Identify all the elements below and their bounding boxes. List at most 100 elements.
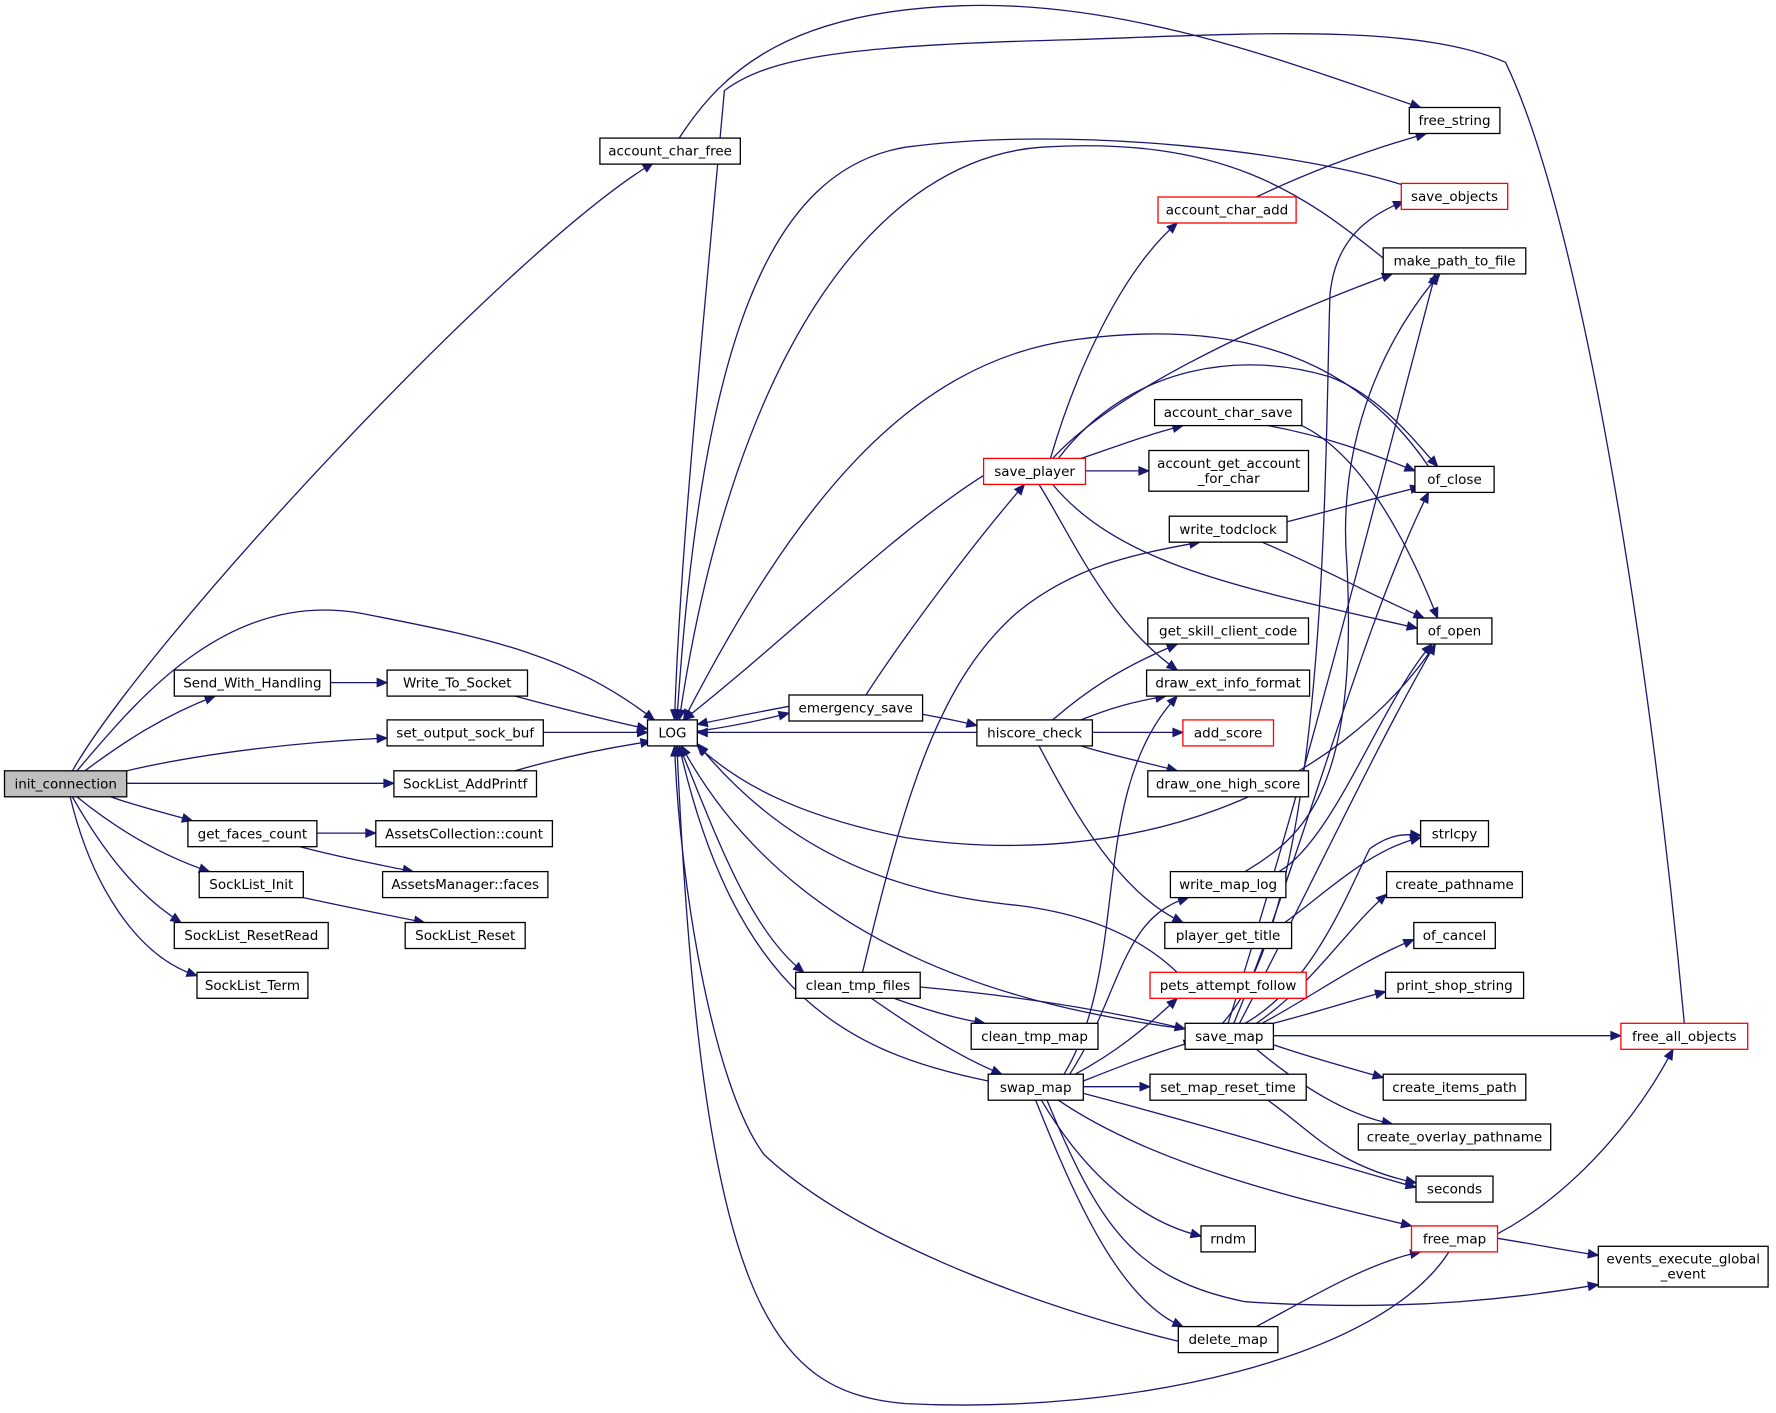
call-edge-of_close-to-LOG [683,333,1430,722]
node-add-score[interactable]: add_score [1182,719,1275,747]
node-of-cancel[interactable]: of_cancel [1413,921,1496,950]
call-edge-line [673,745,1179,1342]
node-pets-attempt-follow[interactable]: pets_attempt_follow [1149,971,1307,999]
node-log[interactable]: LOG [646,719,698,747]
node-assetsmanager-faces[interactable]: AssetsManager::faces [381,870,549,899]
node-label: save_objects [1411,189,1498,205]
node-box [375,820,554,848]
node-socklist-reset[interactable]: SockList_Reset [404,921,526,950]
node-account-char-free[interactable]: account_char_free [599,137,741,165]
node-account-char-save[interactable]: account_char_save [1153,398,1303,427]
node-save-objects[interactable]: save_objects [1400,182,1509,211]
call-edge-line [69,796,198,977]
node-write-map-log[interactable]: write_map_log [1169,870,1287,899]
node-clean-tmp-files[interactable]: clean_tmp_files [795,971,921,999]
node-socklist-init[interactable]: SockList_Init [198,870,304,899]
node-box [1620,1022,1749,1050]
call-edge-line [1080,424,1184,460]
node-label: make_path_to_file [1393,254,1515,270]
node-box [3,770,128,798]
call-edge-line [71,796,182,924]
arrowhead-icon [1165,643,1179,653]
node-account-char-add[interactable]: account_char_add [1157,196,1297,224]
node-box [1419,820,1490,848]
call-edge-line [678,745,989,1082]
call-edge-line [1267,424,1416,472]
node-box [1415,1175,1494,1203]
call-edge-line [871,997,1003,1075]
node-emergency-save[interactable]: emergency_save [788,694,924,722]
node-init-connection[interactable]: init_connection [3,770,128,798]
call-edge-line [1046,1099,1599,1307]
node-label: write_todclock [1179,522,1277,538]
arrowhead-icon [990,1065,1003,1075]
arrowhead-icon [1610,1030,1623,1041]
node-write-todclock[interactable]: write_todclock [1168,515,1288,543]
call-edge-swap_map-to-events_execute_global_event [1046,1099,1600,1307]
node-label: save_map [1195,1029,1263,1045]
node-socklist-term[interactable]: SockList_Term [196,971,309,999]
node-seconds[interactable]: seconds [1415,1175,1494,1203]
node-clean-tmp-map[interactable]: clean_tmp_map [970,1022,1099,1050]
node-socklist-addprintf[interactable]: SockList_AddPrintf [393,770,538,798]
node-box [795,971,921,999]
node-save-map[interactable]: save_map [1184,1022,1275,1050]
node-label: init_connection [14,777,116,793]
node-print-shop-string[interactable]: print_shop_string [1384,971,1525,999]
call-edge-line [865,484,1025,696]
node-free-string[interactable]: free_string [1408,106,1501,135]
node-get-faces-count[interactable]: get_faces_count [187,820,318,848]
arrowhead-icon [1404,1175,1418,1186]
arrowhead-icon [1173,1021,1187,1032]
node-make-path-to-file[interactable]: make_path_to_file [1382,247,1527,275]
call-edge-line [676,745,1450,1406]
node-box [173,669,332,697]
node-create-overlay-pathname[interactable]: create_overlay_pathname [1357,1123,1552,1151]
node-label: of_close [1427,472,1482,488]
node-box [1384,971,1525,999]
call-edge-init_connection-to-set_output_sock_buf [126,733,389,772]
node-player-get-title[interactable]: player_get_title [1164,921,1293,950]
node-of-close[interactable]: of_close [1414,465,1495,494]
node-set-output-sock-buf[interactable]: set_output_sock_buf [386,719,544,747]
node-box [1149,1073,1307,1101]
node-rndm[interactable]: rndm [1200,1225,1256,1253]
node-save-player[interactable]: save_player [982,457,1087,486]
arrowhead-icon [1166,695,1179,708]
node-label: AssetsManager::faces [391,877,539,893]
node-strlcpy[interactable]: strlcpy [1419,820,1490,848]
node-swap-map[interactable]: swap_map [987,1073,1084,1101]
node-assetscollection-count[interactable]: AssetsCollection::count [375,820,554,848]
node-socklist-resetread[interactable]: SockList_ResetRead [173,921,329,950]
node-label: delete_map [1188,1332,1267,1348]
node-label: free_all_objects [1632,1029,1737,1045]
call-edge-swap_map-to-draw_ext_info_format [1063,695,1179,1075]
node-get-skill-client-code[interactable]: get_skill_client_code [1147,617,1310,645]
arrowhead-icon [1429,606,1439,620]
node-free-map[interactable]: free_map [1410,1225,1499,1253]
node-send-with-handling[interactable]: Send_With_Handling [173,669,332,697]
node-events-execute-global-event[interactable]: events_execute_global_event [1597,1245,1769,1288]
call-edge-line [1267,1099,1417,1184]
node-label: _event [1660,1267,1706,1283]
node-free-all-objects[interactable]: free_all_objects [1620,1022,1749,1050]
node-box [1149,971,1307,999]
node-set-map-reset-time[interactable]: set_map_reset_time [1149,1073,1307,1101]
node-create-items-path[interactable]: create_items_path [1382,1073,1527,1101]
node-write-to-socket[interactable]: Write_To_Socket [386,669,529,697]
call-edge-line [683,474,984,721]
arrowhead-icon [680,744,691,758]
node-create-pathname[interactable]: create_pathname [1385,870,1524,899]
node-label: free_string [1418,113,1490,129]
node-draw-ext-info-format[interactable]: draw_ext_info_format [1145,669,1311,697]
call-edge-save_player-to-account_char_add [1049,222,1179,459]
node-draw-one-high-score[interactable]: draw_one_high_score [1147,770,1310,798]
node-account-get-account-for-char[interactable]: account_get_account_for_char [1148,449,1310,492]
node-of-open[interactable]: of_open [1416,617,1493,645]
arrowhead-icon [1139,1081,1152,1092]
node-delete-map[interactable]: delete_map [1177,1325,1279,1354]
node-label: set_output_sock_buf [396,726,535,742]
call-edge-line [84,695,216,772]
node-hiscore-check[interactable]: hiscore_check [976,719,1094,747]
node-box [1145,669,1311,697]
